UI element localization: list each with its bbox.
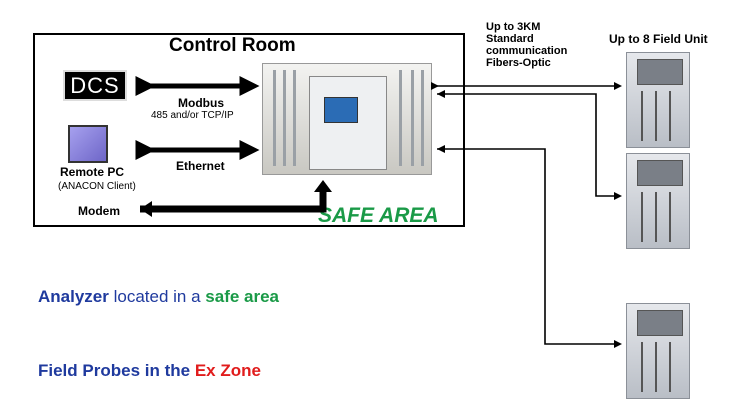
legend-field-probes-text: Field Probes <box>38 361 141 380</box>
field-unit-2-image <box>626 153 690 249</box>
field-unit-title: Up to 8 Field Unit <box>609 32 708 46</box>
legend-ex-zone-text: Ex Zone <box>194 361 261 380</box>
modbus-label: Modbus <box>178 96 224 110</box>
comm-line-2: Standard <box>486 33 534 45</box>
legend-located-text: located in a <box>108 287 206 306</box>
comm-line-4: Fibers-Optic <box>486 57 551 69</box>
field-unit-1-image <box>626 52 690 148</box>
legend-analyzer-text: Analyzer <box>38 287 109 306</box>
comm-line-1: Up to 3KM <box>486 21 541 33</box>
dcs-block: DCS <box>63 70 127 101</box>
legend-safe-area-text: safe area <box>205 287 280 306</box>
field-unit-3-image <box>626 303 690 399</box>
modem-arrow-path <box>140 188 327 213</box>
ethernet-label: Ethernet <box>176 159 225 173</box>
fiber-line-2 <box>437 93 622 200</box>
fiber-line-3 <box>437 148 622 348</box>
safe-area-label: SAFE AREA <box>318 204 439 227</box>
comm-line-3: communication <box>486 45 568 57</box>
remote-pc-sub: (ANACON Client) <box>58 181 136 192</box>
modbus-sub: 485 and/or TCP/IP <box>151 110 234 121</box>
modem-label: Modem <box>78 204 120 218</box>
modem-arrow-left-head <box>140 201 152 217</box>
legend-line-2: Field Probes in the Ex Zone <box>38 361 261 381</box>
legend-in-the-text: in the <box>140 361 195 380</box>
control-room-title: Control Room <box>169 35 296 56</box>
analyzer-cabinet-image <box>262 63 432 175</box>
modem-arrow-up-head <box>314 180 332 192</box>
legend-line-1: Analyzer located in a safe area <box>38 287 279 307</box>
remote-pc-icon <box>68 125 108 163</box>
remote-pc-label: Remote PC <box>60 165 125 179</box>
